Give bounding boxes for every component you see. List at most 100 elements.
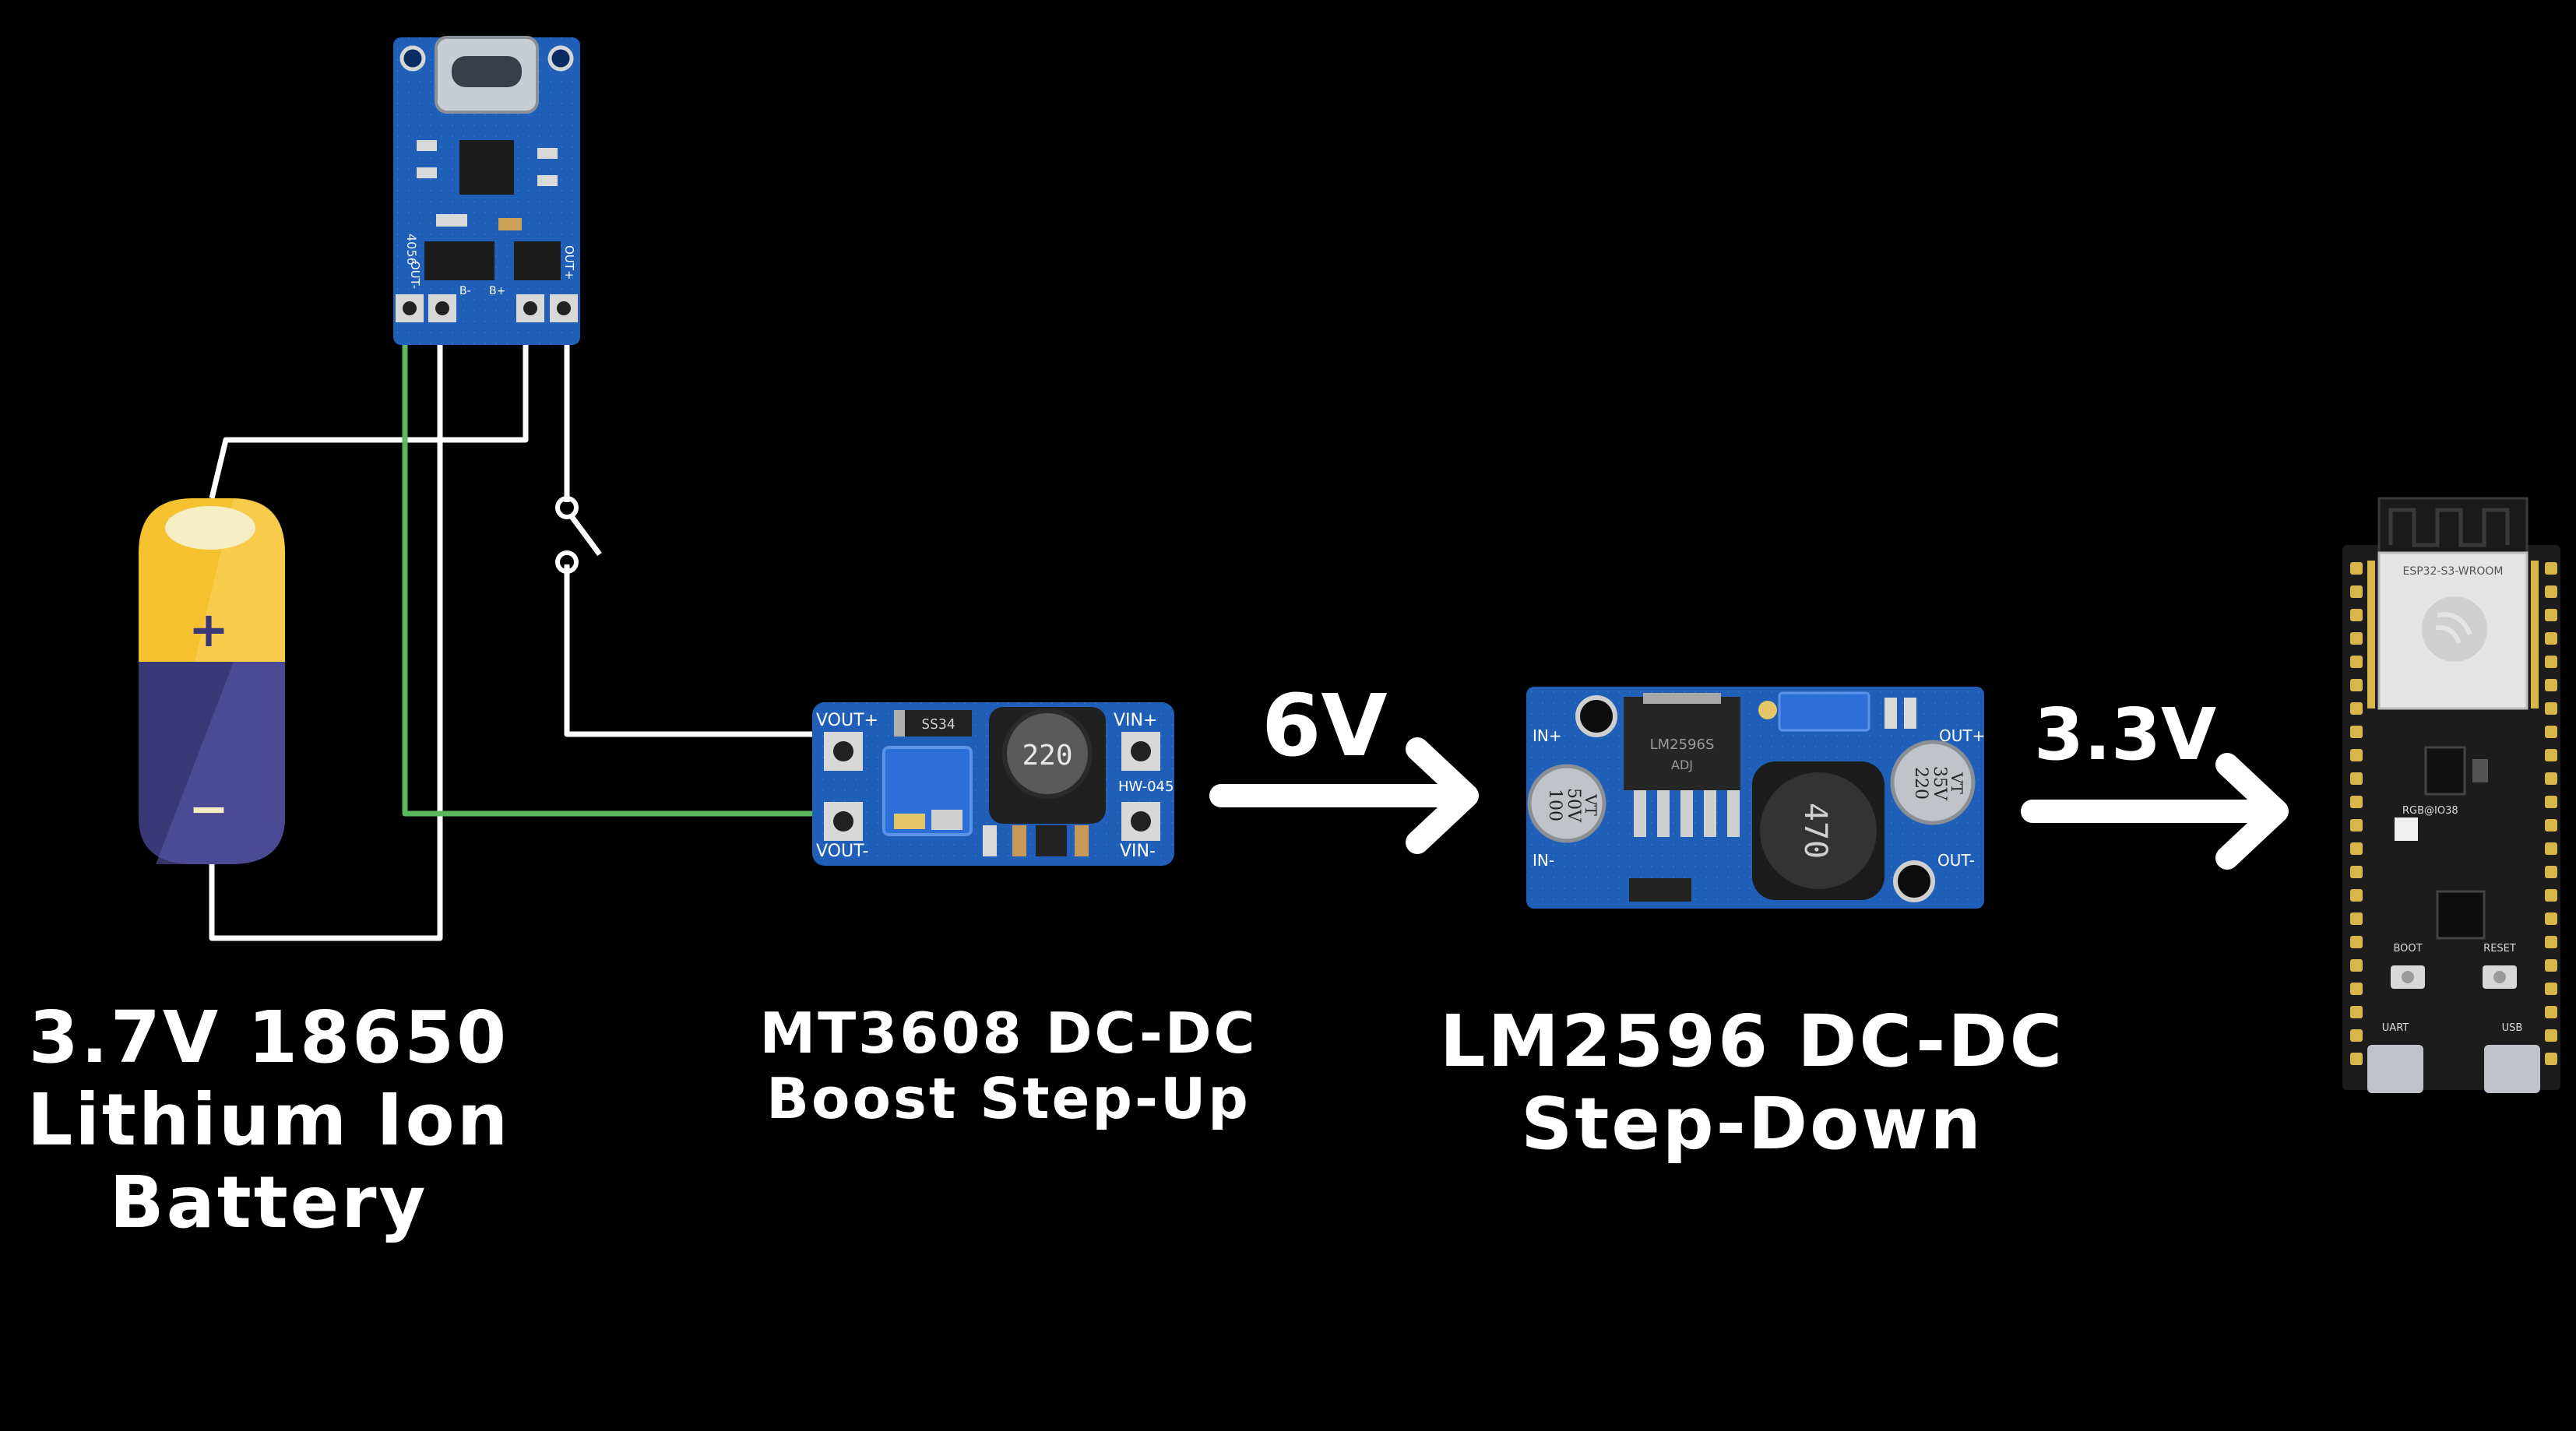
battery-label-line-1: 3.7V 18650 bbox=[28, 996, 509, 1079]
buck-potentiometer-icon bbox=[1778, 691, 1870, 732]
espressif-logo-icon bbox=[2422, 596, 2487, 662]
esp-header-pin bbox=[2545, 609, 2557, 621]
buck-regulator-ic bbox=[1624, 697, 1740, 790]
esp-header-pin bbox=[2545, 796, 2557, 808]
esp-header-pin bbox=[2350, 1053, 2363, 1065]
buck-cap-in-value: 100 bbox=[1545, 789, 1564, 821]
charger-chip-text: 4056 bbox=[404, 234, 419, 265]
charger-pads bbox=[396, 294, 578, 322]
charger-pin-out-plus: OUT+ bbox=[562, 245, 576, 280]
buck-input-capacitor-icon bbox=[1527, 764, 1606, 843]
esp-header-pin bbox=[2545, 912, 2557, 925]
esp-header-pin bbox=[2545, 866, 2557, 878]
buck-label: LM2596 DC-DC Step-Down bbox=[1417, 1000, 2087, 1166]
battery-minus-sign: − bbox=[188, 780, 229, 837]
buck-chip-model: LM2596S bbox=[1650, 737, 1715, 753]
esp-right-pins bbox=[2545, 562, 2557, 1065]
buck-pin-out-minus: OUT- bbox=[1937, 851, 1975, 870]
esp-reset-label: RESET bbox=[2483, 943, 2516, 955]
wire-battery-positive bbox=[209, 308, 529, 499]
esp-header-pin bbox=[2545, 889, 2557, 902]
esp-header-pin bbox=[2350, 866, 2363, 878]
buck-pin-in-minus: IN- bbox=[1533, 851, 1554, 870]
esp-header-pin bbox=[2350, 749, 2363, 761]
boost-module: SS34 220 VOUT+ VOUT- VIN+ VIN- HW-045 bbox=[812, 702, 1174, 866]
battery-label-line-2: Lithium Ion bbox=[26, 1078, 511, 1162]
charger-pin-b-plus: B+ bbox=[489, 285, 505, 297]
esp-header-pin bbox=[2350, 726, 2363, 738]
esp-header-pin bbox=[2545, 983, 2557, 995]
voltage-label-3v3: 3.3V bbox=[2034, 693, 2217, 776]
esp-usb-port[interactable] bbox=[2484, 1045, 2540, 1093]
buck-cap-out-value: 220 bbox=[1911, 767, 1930, 800]
esp-header-pin bbox=[2545, 842, 2557, 855]
esp-header-pin bbox=[2350, 609, 2363, 621]
esp-module-text: ESP32-S3-WROOM bbox=[2402, 565, 2503, 578]
buck-cap-out-type: VT bbox=[1948, 772, 1966, 794]
esp-header-pin bbox=[2350, 796, 2363, 808]
battery-label: 3.7V 18650 Lithium Ion Battery bbox=[16, 997, 522, 1244]
boost-pin-vin-plus: VIN+ bbox=[1114, 711, 1157, 730]
esp-header-pin bbox=[2545, 1006, 2557, 1018]
voltage-label-6v: 6V bbox=[1262, 676, 1388, 775]
esp-uart-label: UART bbox=[2382, 1022, 2409, 1034]
boost-pin-vout-plus: VOUT+ bbox=[816, 711, 878, 730]
battery-plus-sign: + bbox=[188, 601, 229, 658]
buck-cap-out-voltage: 35V bbox=[1930, 766, 1949, 801]
wire-switch-to-boost bbox=[564, 564, 845, 737]
esp-rgb-led-icon bbox=[2395, 817, 2418, 841]
boost-chip-text: SS34 bbox=[921, 716, 955, 733]
buck-chip-adj: ADJ bbox=[1671, 758, 1693, 772]
esp-header-pin bbox=[2545, 1053, 2557, 1065]
charger-ic bbox=[459, 140, 514, 195]
buck-label-line-1: LM2596 DC-DC bbox=[1439, 1000, 2065, 1083]
esp-header-pin bbox=[2350, 959, 2363, 972]
esp-header-pin bbox=[2545, 702, 2557, 715]
esp-header-pin bbox=[2350, 585, 2363, 598]
esp-uart-port[interactable] bbox=[2367, 1045, 2423, 1093]
esp-left-pins bbox=[2350, 562, 2363, 1065]
buck-regulator-pins bbox=[1634, 790, 1740, 837]
esp-led-label: RGB@IO38 bbox=[2402, 805, 2458, 817]
esp-header-pin bbox=[2350, 819, 2363, 832]
esp-header-pin bbox=[2545, 936, 2557, 948]
buck-module: 100 50V VT LM2596S ADJ 470 220 35V VT I bbox=[1526, 687, 1985, 909]
charger-pin-b-minus: B- bbox=[459, 285, 471, 297]
esp-header-pin bbox=[2350, 936, 2363, 948]
arrow-boost-to-buck-icon bbox=[1209, 737, 1479, 854]
esp-header-pin bbox=[2350, 702, 2363, 715]
esp-header-pin bbox=[2350, 772, 2363, 785]
esp-header-pin bbox=[2545, 585, 2557, 598]
esp-header-pin bbox=[2545, 1029, 2557, 1042]
esp-header-pin bbox=[2545, 562, 2557, 575]
power-switch bbox=[555, 496, 602, 574]
esp-header-pin bbox=[2350, 632, 2363, 645]
wire-battery-negative bbox=[209, 308, 443, 941]
buck-pin-in-plus: IN+ bbox=[1533, 726, 1562, 745]
esp-header-pin bbox=[2350, 562, 2363, 575]
boost-label: MT3608 DC-DC Boost Step-Up bbox=[724, 1000, 1293, 1131]
buck-output-capacitor-icon bbox=[1890, 740, 1976, 825]
charger-module: 4056 OUT- B- B+ OUT+ bbox=[393, 36, 580, 345]
battery-label-line-3: Battery bbox=[109, 1161, 428, 1244]
esp-header-pin bbox=[2350, 842, 2363, 855]
esp-usb-label: USB bbox=[2502, 1022, 2523, 1034]
boost-inductor-text: 220 bbox=[1022, 740, 1072, 772]
esp-header-pin bbox=[2545, 656, 2557, 668]
esp-header-pin bbox=[2350, 1029, 2363, 1042]
esp-header-pin bbox=[2350, 889, 2363, 902]
esp-header-pin bbox=[2545, 772, 2557, 785]
boost-label-line-1: MT3608 DC-DC bbox=[759, 1000, 1258, 1066]
esp-header-pin bbox=[2350, 656, 2363, 668]
buck-pin-out-plus: OUT+ bbox=[1939, 726, 1985, 745]
wire-ground-green bbox=[402, 308, 845, 817]
boost-inductor-icon bbox=[1002, 708, 1093, 799]
buck-label-line-2: Step-Down bbox=[1521, 1082, 1983, 1166]
boost-model-text: HW-045 bbox=[1118, 779, 1174, 795]
boost-pin-vout-minus: VOUT- bbox=[816, 842, 868, 861]
esp-header-pin bbox=[2545, 749, 2557, 761]
arrow-buck-to-esp-icon bbox=[2021, 753, 2289, 870]
esp32-board: ESP32-S3-WROOM RGB@IO38 BOOT RESET UART … bbox=[2342, 497, 2560, 1093]
esp-boot-label: BOOT bbox=[2393, 943, 2422, 955]
